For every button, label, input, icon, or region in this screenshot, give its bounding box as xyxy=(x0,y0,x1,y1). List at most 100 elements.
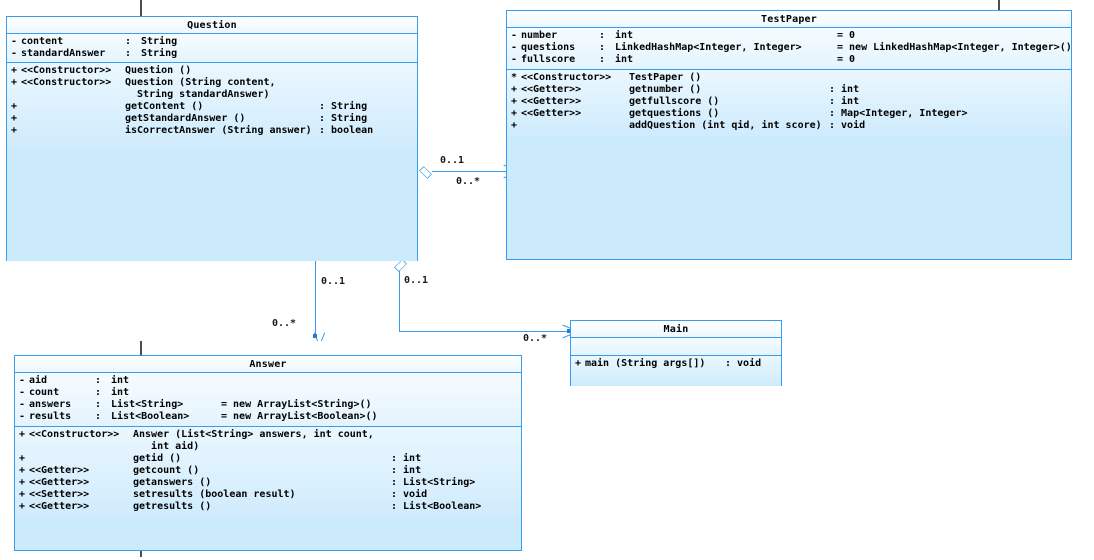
member-sep: : xyxy=(599,30,612,41)
member-ret: : void xyxy=(391,489,428,500)
member-signature: getcount () xyxy=(133,465,200,476)
member-signature: getContent () xyxy=(125,101,204,112)
class-member-row: int aid) xyxy=(15,441,521,453)
member-signature: getStandardAnswer () xyxy=(125,113,246,124)
class-filler-question xyxy=(7,149,417,261)
member-vis: + xyxy=(18,477,26,488)
member-stereotype: <<Getter>> xyxy=(29,465,90,476)
member-default: = 0 xyxy=(837,30,856,41)
assoc-question-testpaper-line[interactable] xyxy=(432,171,512,172)
member-ret: : Map<Integer, Integer> xyxy=(829,108,968,119)
member-sep: : xyxy=(599,54,612,65)
member-signature: TestPaper () xyxy=(629,72,702,83)
class-member-row: -content: String xyxy=(7,36,417,48)
class-title-testpaper: TestPaper xyxy=(507,11,1071,28)
member-stereotype: <<Constructor>> xyxy=(21,65,112,76)
assoc-question-main-endpoint xyxy=(567,329,571,333)
member-signature: int aid) xyxy=(133,441,200,452)
member-vis: - xyxy=(10,48,18,59)
member-vis: + xyxy=(510,108,518,119)
member-ret: : List<Boolean> xyxy=(391,501,482,512)
class-title-answer: Answer xyxy=(15,356,521,373)
member-vis: - xyxy=(10,36,18,47)
assoc-question-answer-line[interactable] xyxy=(315,261,316,337)
member-stereotype: <<Getter>> xyxy=(29,501,90,512)
class-member-row: +<<Getter>>getresults (): List<Boolean> xyxy=(15,501,521,513)
member-sep: : xyxy=(125,36,138,47)
class-box-main[interactable]: Main +main (String args[]) : void xyxy=(570,320,782,386)
member-signature: getquestions () xyxy=(629,108,720,119)
member-ret: : int xyxy=(391,465,422,476)
member-default: = new LinkedHashMap<Integer, Integer>() xyxy=(837,42,1072,53)
member-ret: : void xyxy=(829,120,866,131)
member-vis: - xyxy=(510,30,518,41)
member-signature: Answer (List<String> answers, int count, xyxy=(133,429,374,440)
member-type: List<Boolean> xyxy=(111,411,190,422)
class-filler-testpaper xyxy=(507,136,1071,259)
member-vis: + xyxy=(10,65,18,76)
member-type: List<String> xyxy=(111,399,184,410)
member-vis: + xyxy=(10,113,18,124)
class-member-row: -questions: LinkedHashMap<Integer, Integ… xyxy=(507,42,1072,54)
member-signature: getfullscore () xyxy=(629,96,720,107)
class-box-testpaper[interactable]: TestPaper -number: int= 0-questions: Lin… xyxy=(506,10,1072,260)
class-attributes-testpaper: -number: int= 0-questions: LinkedHashMap… xyxy=(507,28,1072,70)
member-vis: - xyxy=(510,54,518,65)
member-signature: isCorrectAnswer (String answer) xyxy=(125,125,312,136)
class-title-main: Main xyxy=(571,321,781,338)
class-member-row: -number: int= 0 xyxy=(507,30,1071,42)
member-signature: main (String args[]) xyxy=(585,358,706,369)
class-member-row: +isCorrectAnswer (String answer): boolea… xyxy=(7,125,417,137)
member-sep: : xyxy=(95,399,108,410)
class-member-row: -standardAnswer: String xyxy=(7,48,417,60)
member-signature: getresults () xyxy=(133,501,212,512)
member-stereotype: <<Getter>> xyxy=(29,477,90,488)
class-member-row: -results: List<Boolean>= new ArrayList<B… xyxy=(15,411,521,423)
member-stereotype: <<Getter>> xyxy=(521,84,582,95)
member-sep: : xyxy=(125,48,138,59)
class-member-row: -answers: List<String>= new ArrayList<St… xyxy=(15,399,521,411)
member-vis: + xyxy=(510,84,518,95)
member-ret: : boolean xyxy=(319,125,374,136)
member-vis: + xyxy=(574,358,582,369)
member-vis: + xyxy=(18,429,26,440)
member-name: aid xyxy=(29,375,48,386)
class-box-question[interactable]: Question -content: String-standardAnswer… xyxy=(6,16,418,261)
class-member-row: -fullscore: int= 0 xyxy=(507,54,1071,66)
member-vis: + xyxy=(10,77,18,88)
assoc-question-main-diamond-icon xyxy=(394,259,407,272)
member-vis: + xyxy=(18,453,26,464)
member-stereotype: <<Getter>> xyxy=(521,108,582,119)
class-operations-testpaper: *<<Constructor>>TestPaper ()+<<Getter>>g… xyxy=(507,70,1071,136)
member-name: fullscore xyxy=(521,54,576,65)
member-name: results xyxy=(29,411,72,422)
member-signature: addQuestion (int qid, int score) xyxy=(629,120,822,131)
class-member-row: +<<Constructor>> Answer (List<String> ans… xyxy=(15,429,521,441)
assoc-question-testpaper-source-mult: 0..1 xyxy=(440,155,465,166)
class-attributes-main xyxy=(571,338,781,356)
member-sep: : xyxy=(95,411,108,422)
member-signature: getanswers () xyxy=(133,477,212,488)
member-type: int xyxy=(615,54,634,65)
class-box-answer[interactable]: Answer -aid: int-count: int-answers: Lis… xyxy=(14,355,522,551)
member-name: questions xyxy=(521,42,576,53)
class-member-row: -aid: int xyxy=(15,375,521,387)
assoc-question-main-line-v[interactable] xyxy=(399,269,400,331)
class-operations-answer: +<<Constructor>>Answer (List<String> ans… xyxy=(15,427,521,519)
class-member-row: +<<Setter>>setresults (boolean result): … xyxy=(15,489,521,501)
class-attributes-question: -content: String-standardAnswer: String xyxy=(7,34,417,63)
class-member-row: +addQuestion (int qid, int score): void xyxy=(507,120,1071,132)
class-member-row: +getid (): int xyxy=(15,453,521,465)
assoc-question-main-source-mult: 0..1 xyxy=(404,275,429,286)
member-type: LinkedHashMap<Integer, Integer> xyxy=(615,42,802,53)
member-stereotype: <<Getter>> xyxy=(521,96,582,107)
class-member-row: +<<Constructor>>Question (String content… xyxy=(7,77,417,89)
class-member-row: +getContent (): String xyxy=(7,101,417,113)
member-stereotype: <<Constructor>> xyxy=(29,429,120,440)
member-type: int xyxy=(615,30,634,41)
member-vis: - xyxy=(18,375,26,386)
class-member-row: +<<Getter>>getfullscore (): int xyxy=(507,96,1071,108)
assoc-question-main-line-h[interactable] xyxy=(399,331,571,332)
member-signature: String standardAnswer) xyxy=(125,89,270,100)
member-ret: : void xyxy=(725,358,762,369)
